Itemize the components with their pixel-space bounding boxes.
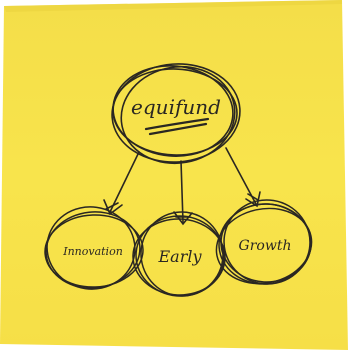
- root-underline: [144, 117, 210, 136]
- root-node: equifund: [111, 63, 241, 165]
- arrow-to-growth: [225, 147, 257, 205]
- early-circle-scribble: [132, 211, 226, 297]
- arrowhead-growth: [245, 191, 261, 208]
- early-label: Early: [157, 247, 202, 266]
- root-circle-scribble: [111, 63, 241, 165]
- child-node-growth: Growth: [215, 199, 313, 285]
- child-node-innovation: Innovation: [44, 206, 144, 290]
- arrow-to-innovation: [109, 151, 140, 213]
- child-node-early: Early: [132, 211, 226, 297]
- growth-circle-scribble: [215, 199, 313, 285]
- root-label: equifund: [131, 95, 221, 119]
- sticky-note-fold-shadow: [4, 0, 342, 12]
- growth-label: Growth: [239, 238, 292, 254]
- innovation-circle-scribble: [44, 206, 144, 290]
- innovation-label: Innovation: [62, 245, 123, 258]
